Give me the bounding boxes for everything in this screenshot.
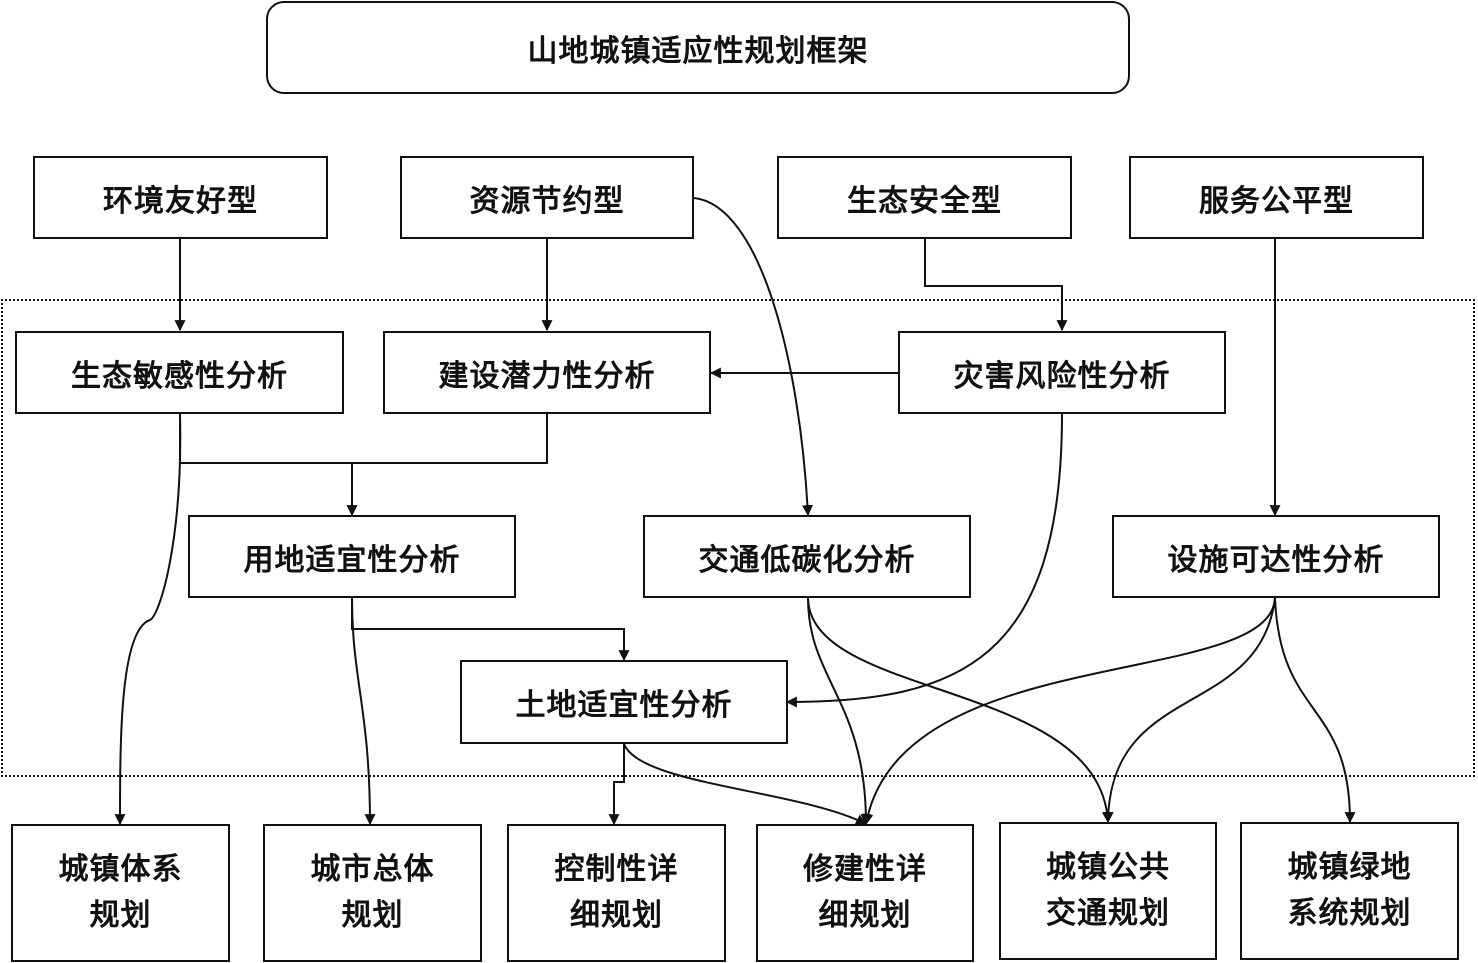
analysis-construction-potential: 建设潜力性分析 xyxy=(383,331,711,414)
analysis-eco-sensitivity-label: 生态敏感性分析 xyxy=(71,358,288,394)
plan-public-transport-line2: 交通规划 xyxy=(1046,896,1170,931)
arrow-land-use-to-master-plan xyxy=(351,597,376,826)
goal-ecological-security: 生态安全型 xyxy=(777,156,1072,239)
arrow-land-suitability-to-construction-plan xyxy=(623,743,867,825)
goal-resource-saving-label: 资源节约型 xyxy=(469,183,625,219)
arrow-eco-sensitivity-to-town-system-plan xyxy=(114,413,182,826)
plan-town-system: 城镇体系 规划 xyxy=(11,824,230,962)
plan-public-transport: 城镇公共 交通规划 xyxy=(999,822,1217,960)
goal-resource-saving: 资源节约型 xyxy=(400,156,694,239)
plan-public-transport-line1: 城镇公共 xyxy=(1046,850,1170,885)
plan-construction-detailed-line2: 细规划 xyxy=(818,898,912,933)
plan-construction-detailed: 修建性详 细规划 xyxy=(756,824,974,962)
plan-construction-detailed-line1: 修建性详 xyxy=(803,852,927,887)
goal-ecological-security-label: 生态安全型 xyxy=(847,183,1002,219)
plan-town-system-line1: 城镇体系 xyxy=(58,852,183,887)
arrow-accessibility-to-construction-plan xyxy=(862,597,1276,826)
goal-service-equity-label: 服务公平型 xyxy=(1199,183,1354,219)
analysis-land-suitability-label: 土地适宜性分析 xyxy=(515,688,733,723)
arrow-land-suitability-to-regulatory-plan xyxy=(608,744,625,826)
goal-service-equity: 服务公平型 xyxy=(1129,156,1424,239)
plan-city-master-line1: 城市总体 xyxy=(310,852,435,887)
framework-title: 山地城镇适应性规划框架 xyxy=(266,1,1130,94)
plan-city-master: 城市总体 规划 xyxy=(263,824,482,962)
analysis-disaster-risk-label: 灾害风险性分析 xyxy=(953,358,1171,394)
plan-regulatory-detailed-line2: 细规划 xyxy=(570,898,663,933)
arrow-resource-to-low-carbon-traffic xyxy=(693,197,813,517)
analysis-low-carbon-traffic: 交通低碳化分析 xyxy=(643,515,971,598)
plan-city-master-line2: 规划 xyxy=(341,898,404,933)
plan-green-space-system: 城镇绿地 系统规划 xyxy=(1240,822,1459,960)
analysis-low-carbon-traffic-label: 交通低碳化分析 xyxy=(698,542,916,578)
analysis-construction-potential-label: 建设潜力性分析 xyxy=(438,358,656,394)
arrow-ecology-to-disaster-risk xyxy=(924,239,1068,332)
arrow-traffic-to-public-transport-plan xyxy=(807,597,1113,824)
analysis-disaster-risk: 灾害风险性分析 xyxy=(898,331,1226,414)
arrow-analyses-to-land-use-suitability xyxy=(179,414,548,515)
analysis-land-use-suitability: 用地适宜性分析 xyxy=(188,515,516,598)
plan-green-space-system-line2: 系统规划 xyxy=(1287,896,1412,931)
plan-green-space-system-line1: 城镇绿地 xyxy=(1287,850,1412,885)
plan-regulatory-detailed: 控制性详 细规划 xyxy=(507,824,726,962)
goal-environment-friendly-label: 环境友好型 xyxy=(103,183,258,219)
plan-town-system-line2: 规划 xyxy=(89,898,152,933)
analysis-eco-sensitivity: 生态敏感性分析 xyxy=(15,331,344,414)
arrow-accessibility-to-green-space-plan xyxy=(1274,597,1356,824)
analysis-facility-accessibility-label: 设施可达性分析 xyxy=(1167,542,1385,578)
goal-environment-friendly: 环境友好型 xyxy=(33,156,328,239)
analysis-land-suitability: 土地适宜性分析 xyxy=(460,660,788,744)
arrow-accessibility-to-public-transport-plan xyxy=(1102,597,1276,824)
analysis-facility-accessibility: 设施可达性分析 xyxy=(1112,515,1440,598)
plan-regulatory-detailed-line1: 控制性详 xyxy=(554,852,679,887)
arrow-land-use-to-land-suitability xyxy=(351,598,630,662)
arrow-disaster-risk-to-land-suitability xyxy=(785,413,1063,708)
analysis-region-boundary xyxy=(1,299,1475,777)
analysis-land-use-suitability-label: 用地适宜性分析 xyxy=(243,542,461,578)
arrow-traffic-to-construction-plan xyxy=(807,597,872,826)
framework-title-text: 山地城镇适应性规划框架 xyxy=(527,33,869,69)
